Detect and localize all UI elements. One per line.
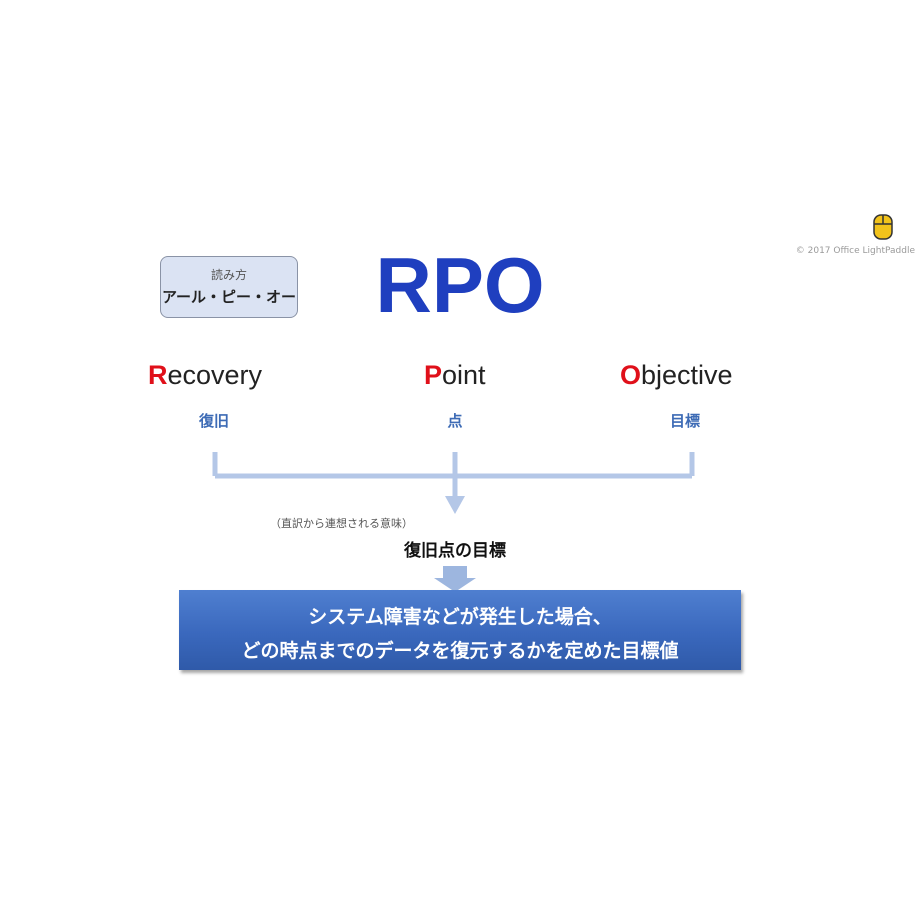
term-point: Point: [424, 360, 486, 391]
meaning-point: 点: [447, 412, 463, 430]
term-rest: oint: [442, 360, 486, 390]
literal-note: （直訳から連想される意味）: [270, 517, 413, 530]
reading-text: アール・ピー・オー: [161, 288, 297, 306]
term-recovery: Recovery: [148, 360, 262, 391]
term-rest: ecovery: [167, 360, 263, 390]
definition-line-2: どの時点までのデータを復元するかを定めた目標値: [241, 640, 679, 662]
term-initial: O: [620, 360, 642, 390]
combined-meaning: 復旧点の目標: [404, 541, 506, 561]
bracket-connector: [212, 452, 695, 498]
reading-caption: 読み方: [210, 268, 247, 282]
meaning-recovery: 復旧: [198, 412, 229, 430]
mouse-icon: [873, 214, 893, 240]
page-title: RPO: [375, 241, 545, 329]
term-initial: P: [424, 360, 443, 390]
definition-box: システム障害などが発生した場合、 どの時点までのデータを復元するかを定めた目標値: [179, 590, 741, 670]
meaning-objective: 目標: [669, 412, 700, 430]
down-arrow-large: [434, 566, 476, 592]
term-objective: Objective: [620, 360, 733, 391]
term-initial: R: [148, 360, 168, 390]
down-arrow-small: [445, 496, 465, 514]
definition-line-1: システム障害などが発生した場合、: [308, 606, 612, 628]
copyright-text: © 2017 Office LightPaddle: [795, 246, 915, 256]
term-rest: bjective: [641, 360, 733, 390]
reading-box: 読み方 アール・ピー・オー: [160, 256, 298, 318]
